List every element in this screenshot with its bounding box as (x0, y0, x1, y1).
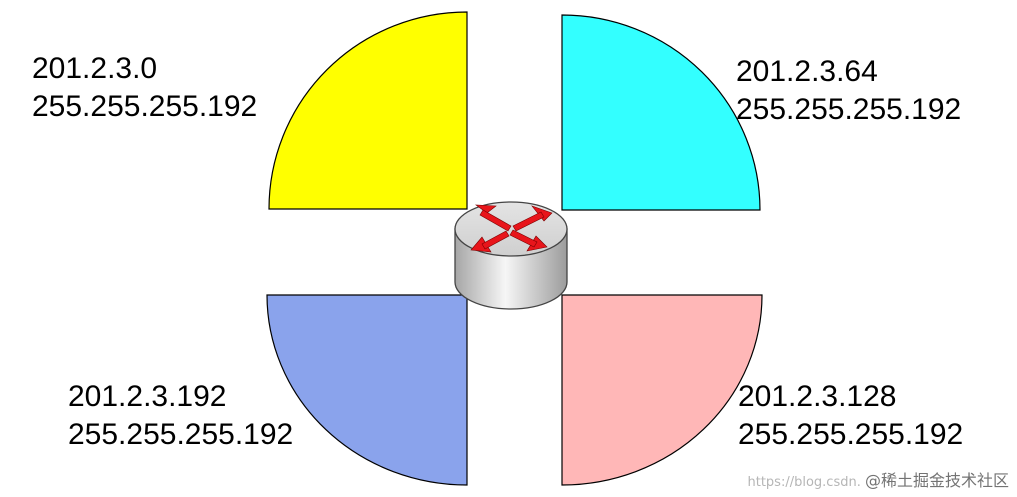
router-icon (454, 201, 568, 310)
network-address: 201.2.3.192 (68, 380, 227, 413)
subnet-mask: 255.255.255.192 (738, 418, 964, 451)
subnet-sector-top-right (561, 14, 761, 211)
subnet-sector-top-left (268, 11, 468, 210)
subnet-label-top-right: 201.2.3.64 255.255.255.192 (736, 53, 961, 129)
network-address: 201.2.3.128 (738, 380, 897, 413)
router-top (454, 201, 568, 257)
subnet-sector-bottom-right (561, 294, 763, 486)
subnet-label-top-left: 201.2.3.0 255.255.255.192 (32, 50, 257, 126)
subnet-mask: 255.255.255.192 (68, 418, 294, 451)
subnet-mask: 255.255.255.192 (32, 90, 258, 123)
subnet-sector-bottom-left (266, 294, 468, 486)
watermark-url: https://blog.csdn. (747, 475, 861, 490)
watermark-brand: @稀土掘金技术社区 (864, 471, 1009, 490)
watermark: https://blog.csdn. @稀土掘金技术社区 (748, 467, 1010, 491)
network-address: 201.2.3.0 (32, 52, 158, 85)
network-address: 201.2.3.64 (736, 55, 878, 88)
subnet-mask: 255.255.255.192 (736, 93, 962, 126)
subnet-label-bottom-left: 201.2.3.192 255.255.255.192 (68, 378, 293, 454)
router-arrows-icon (470, 204, 553, 253)
subnet-label-bottom-right: 201.2.3.128 255.255.255.192 (738, 378, 963, 454)
